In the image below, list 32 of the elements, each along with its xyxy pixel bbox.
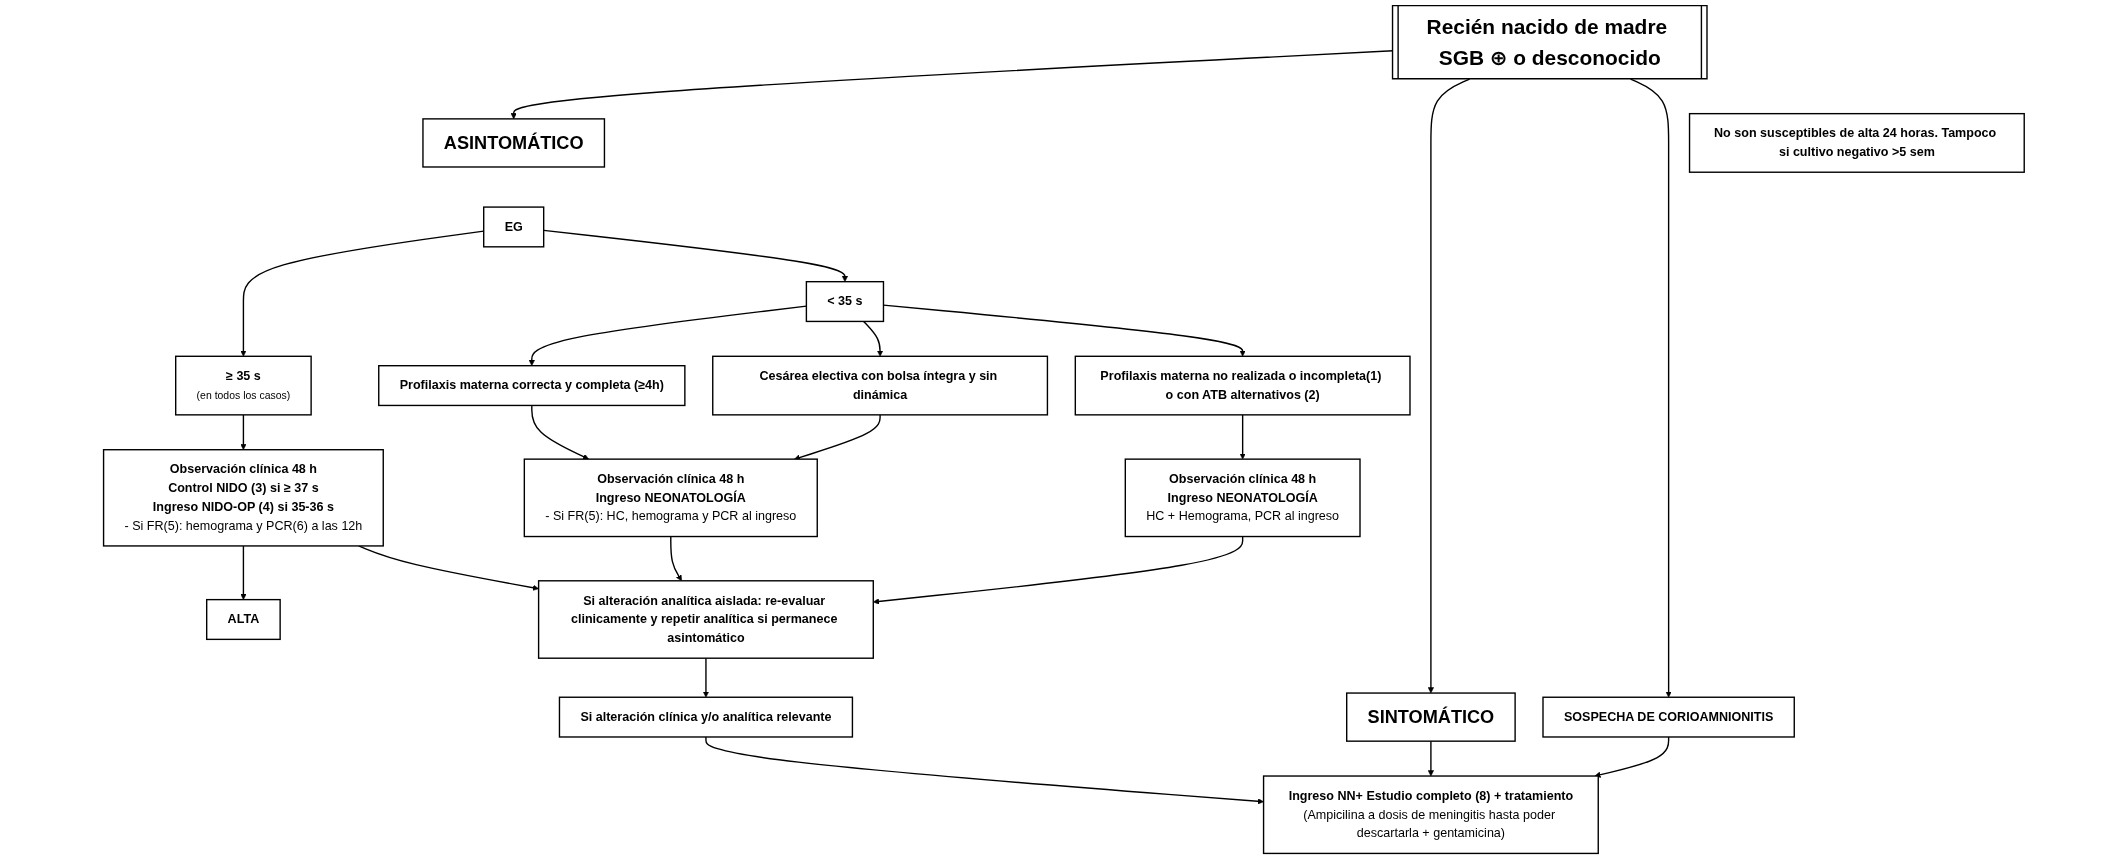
arrow (239, 230, 484, 357)
arrow (702, 657, 709, 698)
arrow (1427, 740, 1434, 777)
node-box: < 35 s (805, 281, 884, 323)
node-box: Si alteración clínica y/o analítica relevante (558, 696, 853, 738)
node-box: ASINTOMÁTICO (421, 118, 605, 168)
node-box: Observación clínica 48 h Ingreso NEONATOLOGÍA - Si FR(5): HC, hemograma y PCR al ingreso (523, 458, 818, 538)
node-box: SINTOMÁTICO (1345, 692, 1516, 742)
arrow (872, 535, 1243, 605)
node-box: Si alteración analítica aislada: re-evaluar clinicamente y repetir analítica si permanece asintomático (537, 580, 874, 659)
arrow (1239, 414, 1246, 460)
arrow (793, 414, 881, 461)
node-box: Profilaxis materna correcta y completa (≥4h) (377, 365, 686, 407)
arrow (530, 404, 589, 460)
node-box: Observación clínica 48 h Control NIDO (3) si ≥ 37 s Ingreso NIDO-OP (4) si 35-36 s - Si FR(5): hemograma y PCR(6) a las 12h (102, 449, 384, 547)
node-box: Observación clínica 48 h Ingreso NEONATOLOGÍA HC + Hemograma, PCR al ingreso (1124, 458, 1361, 538)
arrow (510, 50, 1394, 120)
arrow (239, 545, 247, 600)
arrow (1427, 78, 1470, 694)
node-box: No son susceptibles de alta 24 horas. Tampoco si cultivo negativo >5 sem (1688, 112, 2025, 173)
arrow (862, 320, 883, 357)
node-box: Profilaxis materna no realizada o incompleta(1) o con ATB alternativos (2) (1074, 355, 1411, 416)
arrow (1594, 736, 1669, 778)
node-box: Cesárea electiva con bolsa íntegra y sin dinámica (711, 355, 1048, 416)
node-box: Ingreso NN+ Estudio completo (8) + tratamiento (Ampicilina a dosis de meningitis hasta poder descartarla + gentamicina) (1262, 775, 1599, 855)
node-box: EG (482, 206, 544, 248)
arrow (669, 535, 682, 582)
node-box: ALTA (205, 598, 281, 641)
arrow (239, 414, 247, 450)
node-box: ≥ 35 s (en todos los casos) (174, 355, 312, 416)
arrow (704, 736, 1264, 805)
node-box: SOSPECHA DE CORIOAMNIONITIS (1541, 696, 1795, 738)
